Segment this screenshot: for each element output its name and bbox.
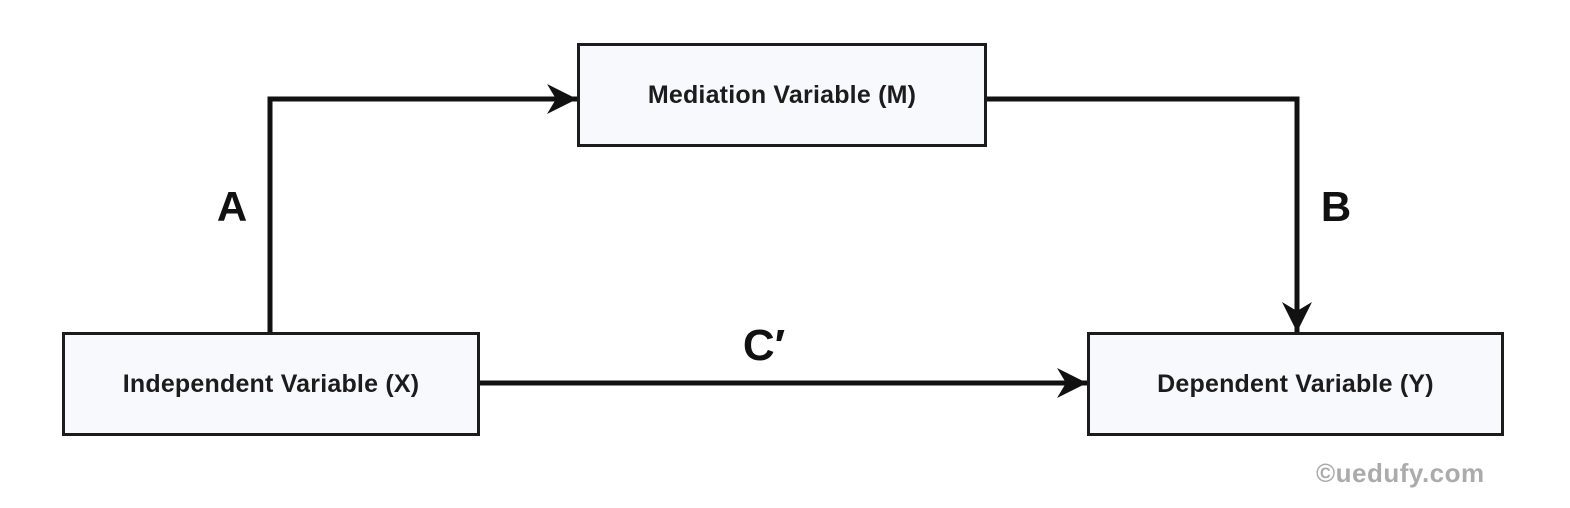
edge-label-a: A bbox=[216, 183, 248, 230]
edge-label-b: B bbox=[1320, 183, 1352, 230]
node-dependent-variable-label: Dependent Variable (Y) bbox=[1157, 369, 1434, 398]
node-independent-variable: Independent Variable (X) bbox=[62, 332, 480, 436]
node-mediation-variable: Mediation Variable (M) bbox=[577, 43, 987, 147]
edge-label-c-prime: C′ bbox=[742, 321, 786, 370]
watermark-text: ©uedufy.com bbox=[1316, 458, 1485, 488]
node-independent-variable-label: Independent Variable (X) bbox=[122, 369, 420, 398]
node-dependent-variable: Dependent Variable (Y) bbox=[1087, 332, 1504, 436]
node-mediation-variable-label: Mediation Variable (M) bbox=[647, 80, 917, 109]
arrow-b-path bbox=[987, 96, 1312, 332]
arrow-a-path bbox=[267, 84, 577, 333]
